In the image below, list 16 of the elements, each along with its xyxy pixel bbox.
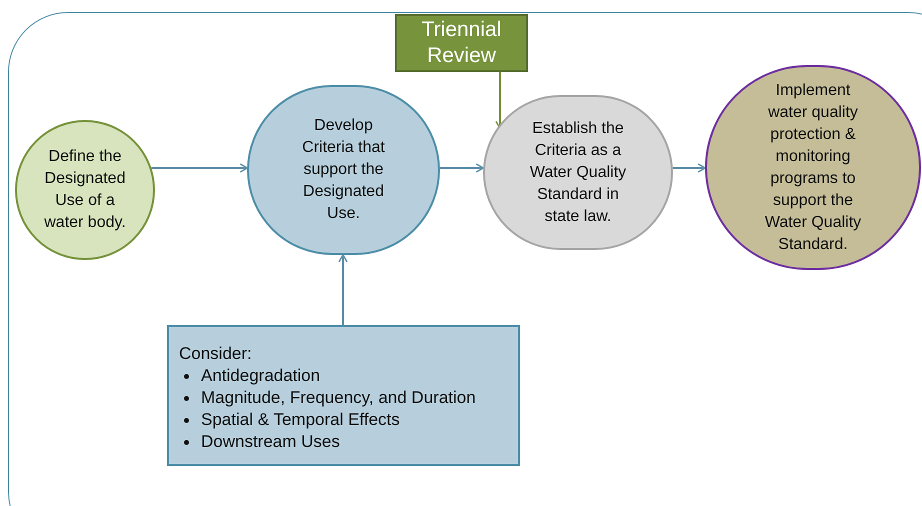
node-text: Triennial Review [420,17,502,69]
list-heading: Consider: [179,343,253,365]
node-text: Develop Criteria that support the Designated Use. [301,116,386,224]
list-item: Magnitude, Frequency, and Duration [179,387,476,409]
arrow [440,163,484,173]
arrow [338,254,348,326]
list-item: Spatial & Temporal Effects [179,409,476,431]
review-box [395,14,528,72]
arrow [672,163,706,173]
node-text: Implement water quality protection & monitoring programs to support the Water Quality Standard. [764,80,862,254]
node-text: Establish the Criteria as a Water Quality Standard in state law. [528,118,628,226]
list-item: Antidegradation [179,365,476,387]
arrow [151,163,248,173]
node-text: Define the Designated Use of a water body. [43,147,127,233]
consider-box [167,325,520,466]
list-item: Downstream Uses [179,431,476,453]
